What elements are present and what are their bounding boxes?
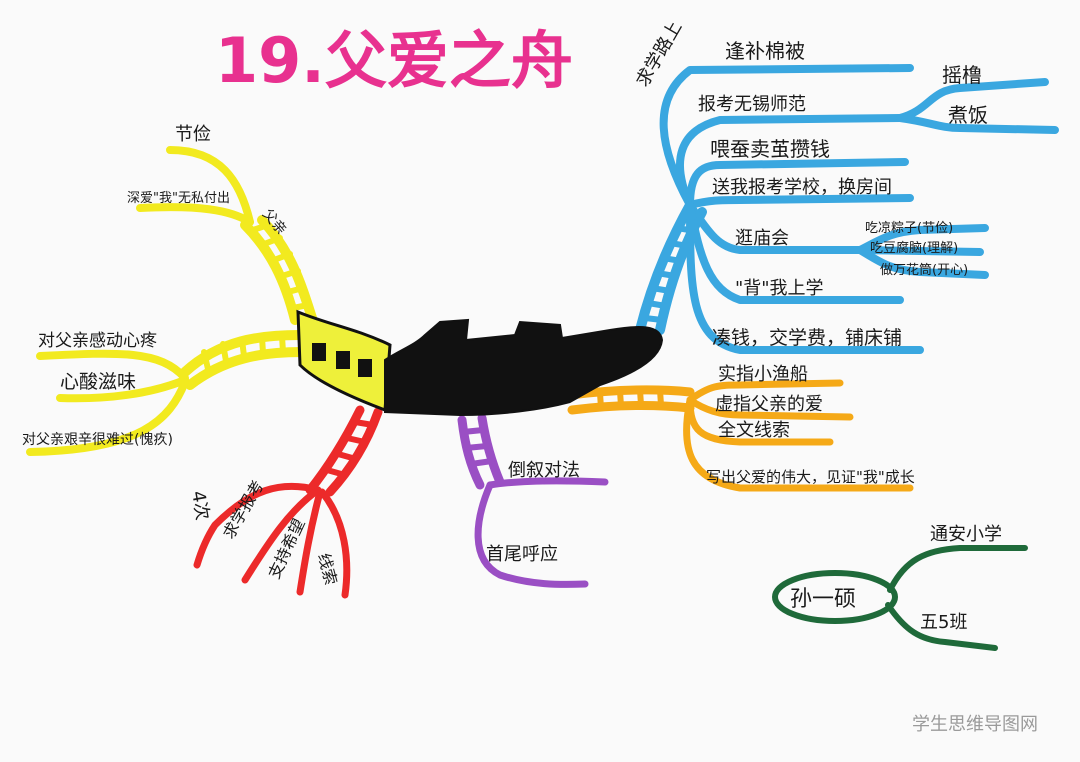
yellow-upper-item-2: 深爱"我"无私付出: [127, 191, 230, 206]
purple-branch: 倒叙对法 首尾呼应: [457, 413, 609, 588]
boat-hull: [384, 318, 664, 417]
blue-sub-miaohui-2: 吃豆腐脑(理解): [870, 240, 958, 256]
orange-item-1: 实指小渔船: [718, 364, 808, 385]
watermark-text: 学生思维导图网: [912, 714, 1038, 735]
orange-item-2: 虚指父亲的爱: [715, 394, 823, 415]
purple-item-2: 首尾呼应: [486, 544, 558, 565]
yellow-left-item-1: 对父亲感动心疼: [38, 331, 157, 351]
yellow-left-item-2: 心酸滋味: [60, 371, 136, 393]
red-branch: 4次 求学报考 支持希望 线索: [187, 405, 383, 599]
yellow-upper-item-1: 节俭: [175, 124, 211, 145]
blue-branch: 求学路上 逢补棉被 报考无锡师范 喂蚕卖茧攒钱 送我报考学校，换房间 逛庙会 "…: [632, 18, 1059, 354]
blue-sub-branches: [659, 64, 1059, 354]
map-title: 19.父爱之舟: [215, 24, 573, 97]
blue-sub-zhufan: 煮饭: [948, 103, 988, 127]
blue-item-7: 凑钱，交学费，铺床铺: [712, 327, 902, 349]
red-item-1: 4次: [187, 489, 213, 522]
signature-name: 孙一硕: [790, 587, 856, 612]
blue-item-4: 送我报考学校，换房间: [712, 177, 892, 198]
signature-block: 孙一硕 通安小学 五5班: [772, 524, 1028, 651]
blue-item-5: 逛庙会: [735, 228, 789, 249]
blue-item-1: 逢补棉被: [725, 39, 805, 63]
orange-branch: 实指小渔船 虚指父亲的爱 全文线索 写出父爱的伟大，见证"我"成长: [565, 364, 915, 492]
yellow-left-branch: 对父亲感动心疼 心酸滋味 对父亲艰辛很难过(愧疚): [22, 330, 307, 456]
signature-class: 五5班: [920, 612, 967, 633]
yellow-upper-branch: 节俭 深爱"我"无私付出 父亲: [127, 124, 317, 325]
signature-oval: [772, 570, 898, 624]
boat-window-3: [358, 359, 372, 377]
signature-school: 通安小学: [930, 524, 1002, 545]
orange-item-3: 全文线索: [718, 420, 790, 441]
blue-item-6: "背"我上学: [735, 278, 824, 299]
boat-window-2: [336, 351, 350, 369]
boat-window-1: [312, 343, 326, 361]
red-item-4: 线索: [314, 551, 341, 587]
blue-sub-miaohui-1: 吃凉粽子(节俭): [865, 220, 953, 236]
blue-item-2: 报考无锡师范: [698, 94, 806, 115]
blue-item-3: 喂蚕卖茧攒钱: [710, 137, 830, 161]
yellow-left-item-3: 对父亲艰辛很难过(愧疚): [22, 432, 173, 448]
red-item-2: 求学报考: [219, 477, 267, 542]
blue-sub-miaohui-3: 做万花筒(开心): [880, 262, 968, 278]
central-boat: [296, 309, 664, 417]
orange-item-4: 写出父爱的伟大，见证"我"成长: [706, 468, 915, 486]
purple-item-1: 倒叙对法: [508, 460, 580, 481]
blue-sub-yaolu: 摇橹: [942, 63, 982, 87]
